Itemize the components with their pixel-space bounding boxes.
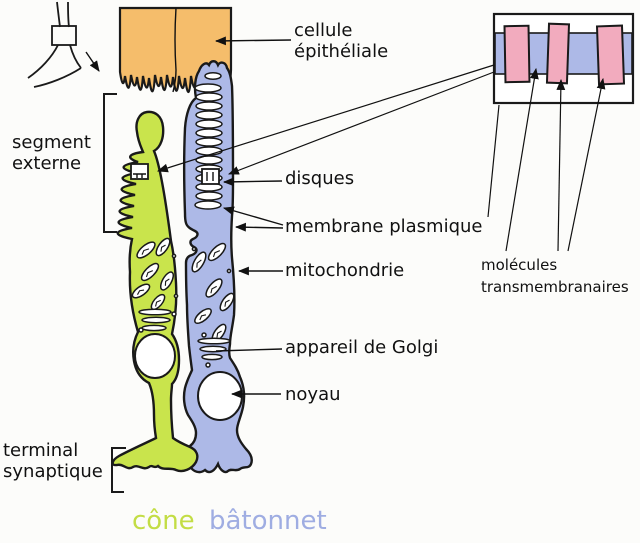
transmembrane-molecule bbox=[503, 24, 531, 84]
arrow-discs bbox=[222, 177, 283, 187]
label-outer-segment: segment externe bbox=[12, 132, 91, 174]
outer-segment-bracket bbox=[103, 93, 117, 233]
callout-line-inset-to-cone bbox=[156, 64, 495, 173]
rod-nucleus bbox=[197, 371, 243, 421]
cone-membrane-patch bbox=[130, 163, 149, 180]
rod-mitochondria bbox=[191, 242, 235, 343]
cone-golgi-stack bbox=[138, 308, 177, 333]
line-golgi bbox=[215, 348, 283, 352]
arrow-molecule-1 bbox=[505, 67, 539, 252]
rod-cell-shape bbox=[179, 60, 253, 474]
label-discs: disques bbox=[285, 168, 355, 189]
label-mitochondrion: mitochondrie bbox=[285, 260, 405, 281]
label-epithelial-cell: cellule épithéliale bbox=[294, 20, 389, 62]
eye-location-icon bbox=[27, 1, 82, 88]
arrow-molecule-2 bbox=[556, 78, 566, 252]
arrow-to-diagram-icon bbox=[85, 51, 100, 72]
cone-nucleus bbox=[134, 333, 176, 379]
transmembrane-molecule bbox=[595, 24, 626, 86]
label-golgi: appareil de Golgi bbox=[285, 337, 439, 358]
cone-cell-shape bbox=[111, 110, 199, 473]
membrane-inset-box bbox=[492, 12, 635, 105]
label-nucleus: noyau bbox=[285, 384, 341, 405]
arrow-membrane-1 bbox=[222, 206, 284, 226]
arrow-epithelial bbox=[214, 36, 292, 46]
transmembrane-molecule bbox=[545, 22, 571, 85]
line-membrane-to-inset bbox=[487, 104, 500, 218]
label-rod: bâtonnet bbox=[209, 506, 327, 536]
epithelial-cell-border-line bbox=[172, 7, 177, 93]
label-synaptic-terminal: terminal synaptique bbox=[3, 440, 103, 482]
callout-line-inset-to-rod bbox=[227, 71, 495, 175]
arrow-molecule-3 bbox=[567, 77, 606, 252]
rod-membrane-patch bbox=[201, 168, 220, 185]
callout-lines bbox=[156, 36, 606, 399]
arrow-membrane-2 bbox=[234, 222, 284, 232]
synaptic-terminal-bracket bbox=[111, 447, 126, 493]
label-transmembrane-molecules: molécules transmembranaires bbox=[481, 256, 629, 296]
label-plasma-membrane: membrane plasmique bbox=[285, 216, 483, 237]
label-cone: cône bbox=[132, 506, 195, 536]
